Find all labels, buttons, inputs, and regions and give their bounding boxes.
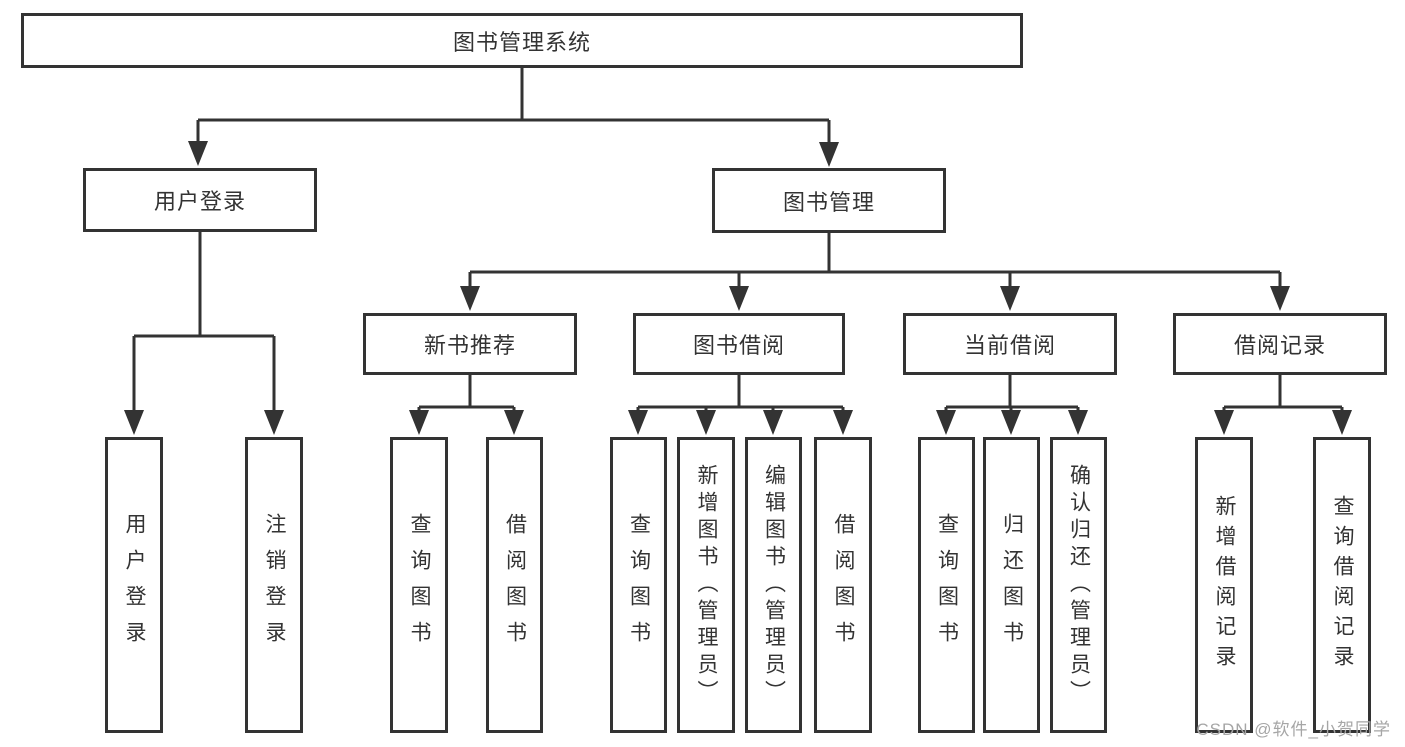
node-label: 新增图书（管理员） [695,463,718,707]
node-current-borrow: 当前借阅 [903,313,1117,375]
node-borrow-records: 借阅记录 [1173,313,1387,375]
node-label: 注销登录 [263,513,286,657]
node-label: 借阅图书 [503,513,527,657]
watermark: CSDN @软件_小贺同学 [1196,720,1391,739]
node-label: 新增借阅记录 [1213,495,1236,675]
leaf-logout: 注销登录 [245,437,303,733]
leaf-query-books-recommend: 查询图书 [390,437,448,733]
node-label: 图书借阅 [692,333,785,358]
node-label: 查询图书 [627,513,651,657]
node-label: 用户登录 [153,189,246,214]
node-book-borrow: 图书借阅 [633,313,845,375]
arrowhead-icons [124,141,1352,435]
node-label: 查询图书 [408,513,431,657]
leaf-query-books-borrow: 查询图书 [610,437,667,733]
node-label: 确认归还（管理员） [1067,463,1091,707]
node-label: 查询图书 [935,513,959,657]
leaf-query-borrow-record: 查询借阅记录 [1313,437,1371,733]
leaf-confirm-return-admin: 确认归还（管理员） [1050,437,1107,733]
leaf-return-books: 归还图书 [983,437,1040,733]
node-label: 归还图书 [1000,513,1024,657]
node-label: 图书管理系统 [452,29,591,55]
leaf-borrow-books-recommend: 借阅图书 [486,437,543,733]
node-label: 借阅图书 [832,513,855,657]
node-library-system: 图书管理系统 [21,13,1023,68]
node-label: 查询借阅记录 [1331,495,1354,675]
node-book-management: 图书管理 [712,168,946,233]
node-label: 图书管理 [782,189,875,215]
node-label: 当前借阅 [963,333,1056,358]
node-new-book-recommend: 新书推荐 [363,313,577,375]
node-label: 新书推荐 [423,333,516,358]
leaf-add-books-admin: 新增图书（管理员） [677,437,735,733]
leaf-borrow-books: 借阅图书 [814,437,872,733]
leaf-edit-books-admin: 编辑图书（管理员） [745,437,802,733]
connector-lines [132,68,1344,415]
node-label: 编辑图书（管理员） [762,463,786,707]
leaf-add-borrow-record: 新增借阅记录 [1195,437,1253,733]
node-user-login: 用户登录 [83,168,317,232]
node-label: 借阅记录 [1233,333,1326,358]
leaf-query-books-current: 查询图书 [918,437,975,733]
leaf-user-login: 用户登录 [105,437,163,733]
node-label: 用户登录 [123,513,146,657]
